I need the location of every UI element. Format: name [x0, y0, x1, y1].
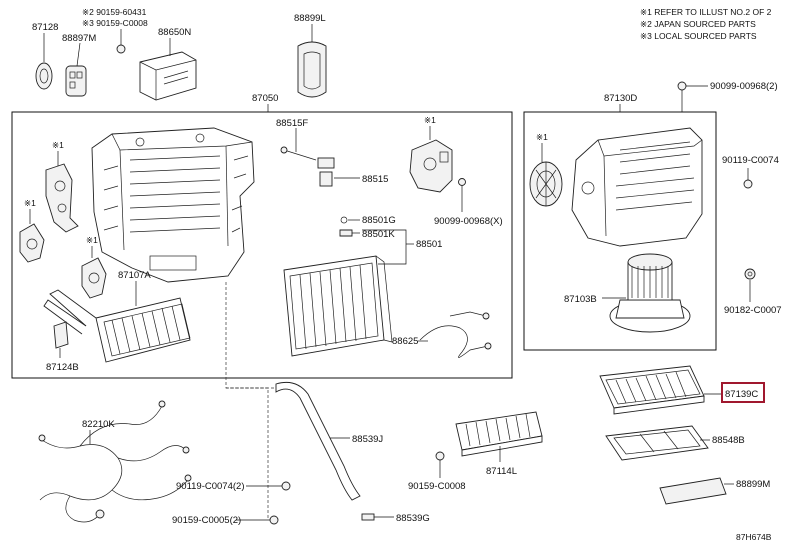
screw-90099-00968-2[interactable]	[677, 81, 708, 112]
note-1: ※1 REFER TO ILLUST NO.2 OF 2	[640, 7, 772, 17]
part-88650n[interactable]	[139, 38, 197, 101]
note-3: ※3 LOCAL SOURCED PARTS	[640, 31, 757, 41]
label-87050[interactable]: 87050	[252, 93, 278, 104]
part-88501-evaporator[interactable]	[283, 255, 393, 357]
part-heater-housing[interactable]	[91, 127, 255, 283]
group-box-87130d	[523, 111, 717, 351]
label-88899l[interactable]: 88899L	[294, 13, 326, 24]
ref-mark-1: ※1	[52, 140, 64, 150]
illustration-number: 87H674B	[736, 532, 772, 542]
part-blower-housing[interactable]	[571, 127, 703, 247]
nut-90182-c0007[interactable]	[744, 268, 756, 302]
label-88501k[interactable]: 88501K	[362, 229, 395, 240]
label-87128[interactable]: 87128	[32, 22, 58, 33]
part-88899l[interactable]	[297, 24, 327, 98]
part-88897m[interactable]	[65, 42, 87, 97]
label-88515f[interactable]: 88515F	[276, 118, 308, 129]
label-90159-60431[interactable]: ※2 90159-60431	[82, 7, 147, 17]
part-88548b-frame[interactable]	[605, 425, 710, 461]
label-87130d[interactable]: 87130D	[604, 93, 637, 104]
label-88501g[interactable]: 88501G	[362, 215, 396, 226]
part-87107a-heater-core[interactable]	[43, 281, 191, 363]
label-87107a[interactable]: 87107A	[118, 270, 151, 281]
part-servo-left-top[interactable]	[45, 163, 79, 233]
part-87114l-duct[interactable]	[455, 411, 543, 462]
part-87128[interactable]	[35, 33, 53, 90]
notes-block: ※1 REFER TO ILLUST NO.2 OF 2 ※2 JAPAN SO…	[640, 7, 772, 41]
label-88625[interactable]: 88625	[392, 336, 418, 347]
part-82210k-harness[interactable]	[38, 400, 192, 523]
part-88515[interactable]	[317, 157, 360, 187]
label-87114l[interactable]: 87114L	[486, 466, 517, 477]
label-82210k[interactable]: 82210K	[82, 419, 115, 430]
part-87103b-blower-motor[interactable]	[602, 253, 691, 333]
screw-90159-c0008-bottom[interactable]	[435, 451, 445, 478]
label-88515[interactable]: 88515	[362, 174, 388, 185]
part-88899m-pad[interactable]	[659, 477, 734, 505]
part-88501g[interactable]	[340, 216, 360, 224]
label-88899m[interactable]: 88899M	[736, 479, 770, 490]
ref-mark-2: ※1	[24, 198, 36, 208]
label-90159-c0005-2[interactable]: 90159-C0005(2)	[172, 515, 241, 526]
label-90099-00968x[interactable]: 90099-00968(X)	[434, 216, 503, 227]
label-87103b[interactable]: 87103B	[564, 294, 597, 305]
ref-mark-3: ※1	[86, 235, 98, 245]
part-88539j-drain-hose[interactable]	[275, 381, 361, 501]
group-box-87050	[11, 111, 513, 379]
label-88897m[interactable]: 88897M	[62, 33, 96, 44]
ref-mark-4: ※1	[424, 115, 436, 125]
note-2: ※2 JAPAN SOURCED PARTS	[640, 19, 756, 29]
label-88548b[interactable]: 88548B	[712, 435, 745, 446]
screw-90099-00968x[interactable]	[458, 178, 466, 213]
label-88650n[interactable]: 88650N	[158, 27, 191, 38]
part-servo-left-bottom[interactable]	[19, 223, 45, 263]
ref-mark-5: ※1	[536, 132, 548, 142]
part-87139c-filter[interactable]	[599, 365, 722, 415]
part-88515f[interactable]	[280, 128, 317, 161]
label-90099-00968-2[interactable]: 90099-00968(2)	[710, 81, 778, 92]
part-blower-fan-left[interactable]	[529, 161, 563, 207]
label-90182-c0007[interactable]: 90182-C0007	[724, 305, 782, 316]
label-88539j[interactable]: 88539J	[352, 434, 383, 445]
label-90159-c0008-bottom[interactable]: 90159-C0008	[408, 481, 466, 492]
screw-90119-c0074-2[interactable]	[281, 481, 291, 491]
screw-90119-c0074[interactable]	[743, 168, 753, 189]
label-88539g[interactable]: 88539G	[396, 513, 430, 524]
part-servo-center[interactable]	[81, 257, 107, 299]
label-88501[interactable]: 88501	[416, 239, 442, 250]
part-88501k[interactable]	[339, 229, 360, 237]
part-servo-upper-right[interactable]	[409, 139, 453, 193]
part-87124b[interactable]	[53, 321, 69, 358]
label-87139c[interactable]: 87139C	[725, 389, 758, 400]
label-90159-c0008-top[interactable]: ※3 90159-C0008	[82, 18, 148, 28]
part-88539g-clip[interactable]	[361, 513, 394, 521]
label-90119-c0074-2[interactable]: 90119-C0074(2)	[176, 481, 244, 492]
highlight-box-87139c	[721, 382, 765, 403]
screw-90159-c0005-2[interactable]	[269, 515, 279, 525]
screw-top[interactable]	[116, 29, 126, 54]
label-90119-c0074[interactable]: 90119-C0074	[722, 155, 779, 166]
label-87124b[interactable]: 87124B	[46, 362, 79, 373]
part-88625-thermistor[interactable]	[419, 311, 492, 358]
